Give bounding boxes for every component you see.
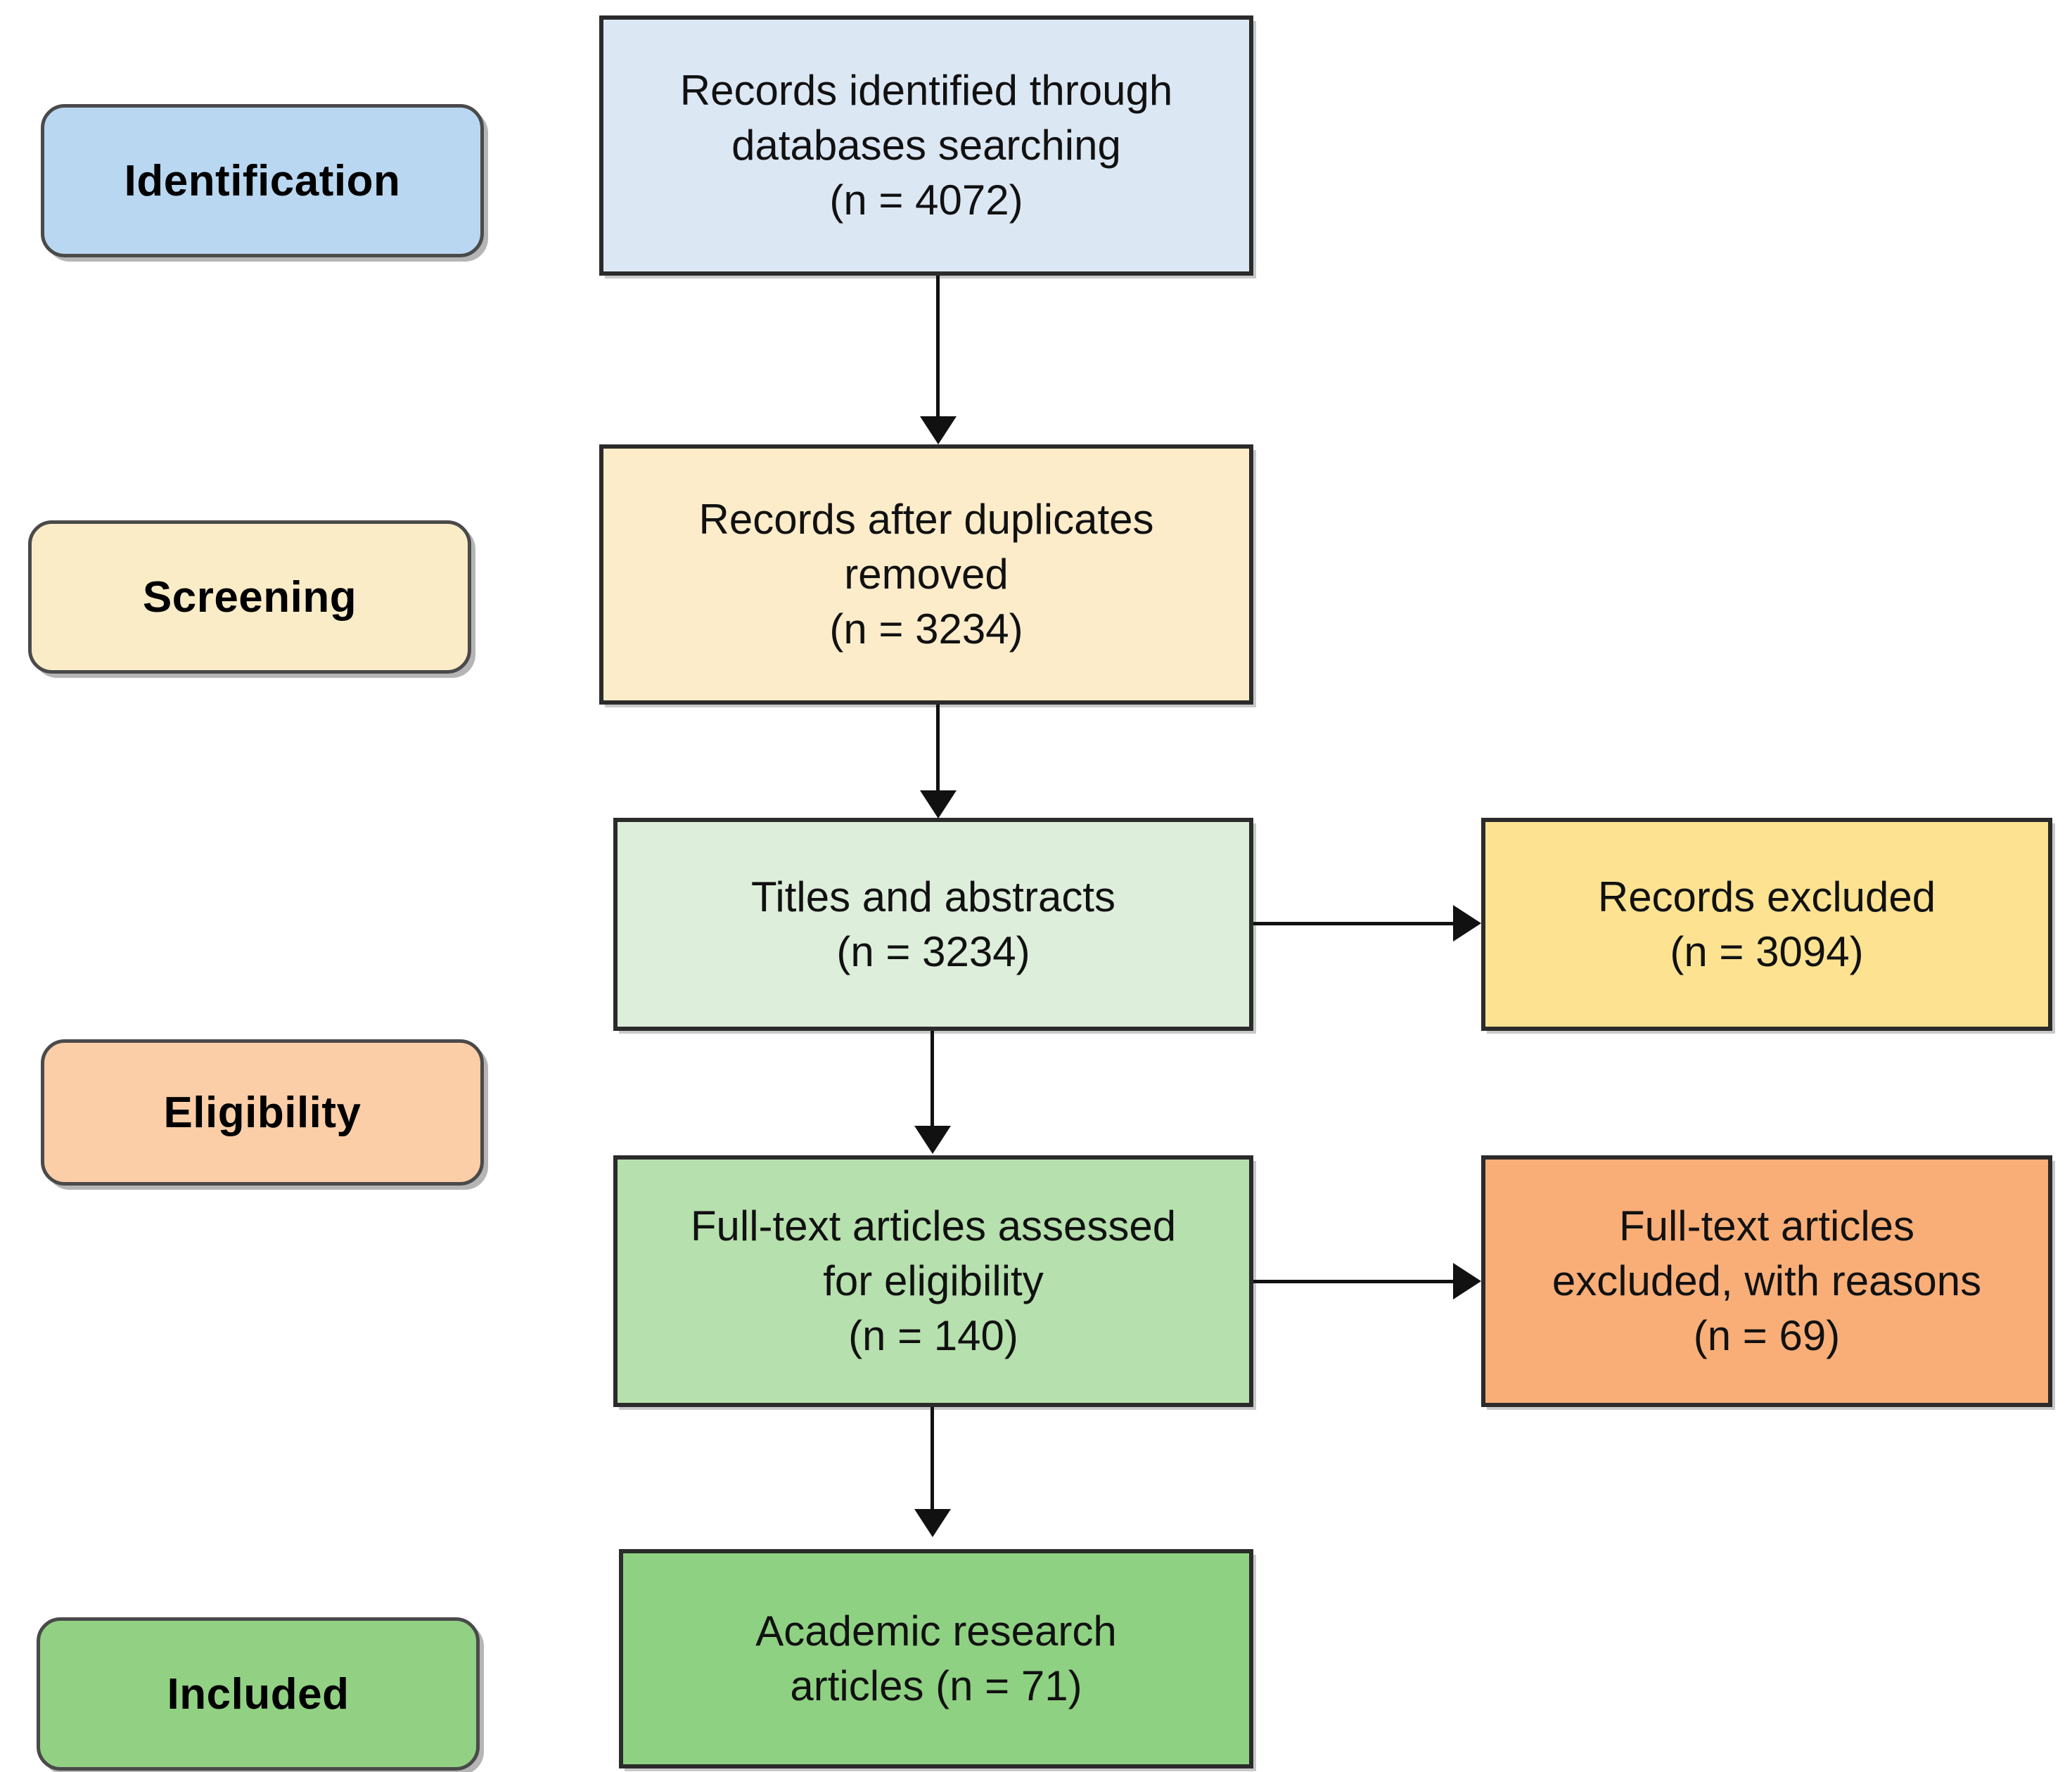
box-full-text-assessed: Full-text articles assessed for eligibil… [613, 1155, 1253, 1407]
connector-titles-to-excluded-line [1253, 922, 1457, 925]
box-records-identified-text: Records identified through databases sea… [679, 67, 1173, 224]
connector-fulltext-to-excluded-arrow-icon [1453, 1263, 1481, 1299]
connector-titles-to-excluded-arrow-icon [1453, 905, 1481, 942]
stage-label-screening: Screening [28, 520, 471, 674]
connector-identified-to-duplicates-arrow-icon [920, 416, 957, 444]
box-academic-research-articles-text: Academic research articles (n = 71) [755, 1607, 1117, 1709]
connector-fulltext-to-included-line [931, 1407, 934, 1513]
stage-label-identification: Identification [41, 104, 484, 257]
connector-titles-to-fulltext-arrow-icon [914, 1126, 951, 1154]
stage-label-screening-text: Screening [142, 572, 357, 622]
connector-titles-to-fulltext-line [931, 1031, 934, 1129]
connector-fulltext-to-included-arrow-icon [914, 1509, 951, 1537]
box-records-excluded-text: Records excluded (n = 3094) [1597, 873, 1936, 975]
connector-fulltext-to-excluded-line [1253, 1280, 1457, 1283]
box-full-text-excluded: Full-text articles excluded, with reason… [1481, 1155, 2052, 1407]
box-records-after-duplicates: Records after duplicates removed (n = 32… [599, 444, 1253, 705]
connector-duplicates-to-titles-line [936, 705, 940, 795]
box-academic-research-articles: Academic research articles (n = 71) [619, 1549, 1253, 1768]
box-records-identified: Records identified through databases sea… [599, 15, 1253, 276]
connector-identified-to-duplicates-line [936, 276, 940, 420]
stage-label-included-text: Included [167, 1669, 350, 1719]
box-titles-and-abstracts: Titles and abstracts (n = 3234) [613, 818, 1253, 1031]
stage-label-eligibility: Eligibility [41, 1039, 484, 1186]
stage-label-eligibility-text: Eligibility [163, 1088, 362, 1137]
stage-label-included: Included [37, 1617, 480, 1771]
box-titles-and-abstracts-text: Titles and abstracts (n = 3234) [751, 873, 1115, 975]
box-records-after-duplicates-text: Records after duplicates removed (n = 32… [698, 496, 1154, 653]
box-full-text-excluded-text: Full-text articles excluded, with reason… [1552, 1202, 1982, 1359]
box-full-text-assessed-text: Full-text articles assessed for eligibil… [690, 1202, 1177, 1359]
connector-duplicates-to-titles-arrow-icon [920, 790, 957, 818]
stage-label-identification-text: Identification [124, 156, 401, 205]
box-records-excluded: Records excluded (n = 3094) [1481, 818, 2052, 1031]
